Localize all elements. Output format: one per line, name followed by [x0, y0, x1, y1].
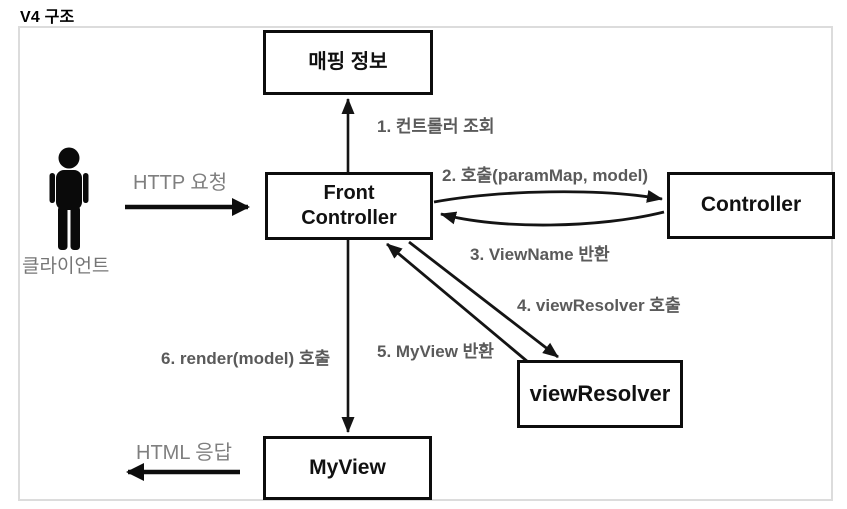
- client-label: 클라이언트: [22, 256, 110, 277]
- mapping-info-label: 매핑 정보: [308, 51, 388, 73]
- front-controller-label: Front Controller: [301, 182, 397, 229]
- controller-label: Controller: [700, 193, 802, 217]
- step5-arrow: [386, 242, 529, 364]
- view-resolver-box: viewResolver: [517, 360, 683, 428]
- diagram-frame: [18, 26, 833, 501]
- step3-label: 3. ViewName 반환: [470, 245, 610, 264]
- client-person-icon: [49, 147, 89, 250]
- front-controller-box: Front Controller: [265, 172, 433, 240]
- controller-box: Controller: [667, 172, 835, 239]
- my-view-label: MyView: [309, 455, 386, 479]
- step6-label: 6. render(model) 호출: [161, 349, 331, 368]
- mapping-info-box: 매핑 정보: [263, 30, 433, 95]
- page-title: V4 구조: [20, 9, 75, 26]
- step1-label: 1. 컨트롤러 조회: [377, 117, 495, 136]
- http-request-label: HTTP 요청: [133, 172, 228, 194]
- step2-label: 2. 호출(paramMap, model): [442, 166, 649, 185]
- step4-label: 4. viewResolver 호출: [517, 296, 681, 315]
- view-resolver-label: viewResolver: [529, 381, 671, 407]
- step3-arrow: [440, 210, 665, 227]
- html-response-label: HTML 응답: [136, 442, 233, 464]
- step4-arrow: [408, 240, 559, 359]
- my-view-box: MyView: [263, 436, 432, 500]
- step5-label: 5. MyView 반환: [377, 342, 494, 361]
- step2-arrow: [433, 189, 663, 204]
